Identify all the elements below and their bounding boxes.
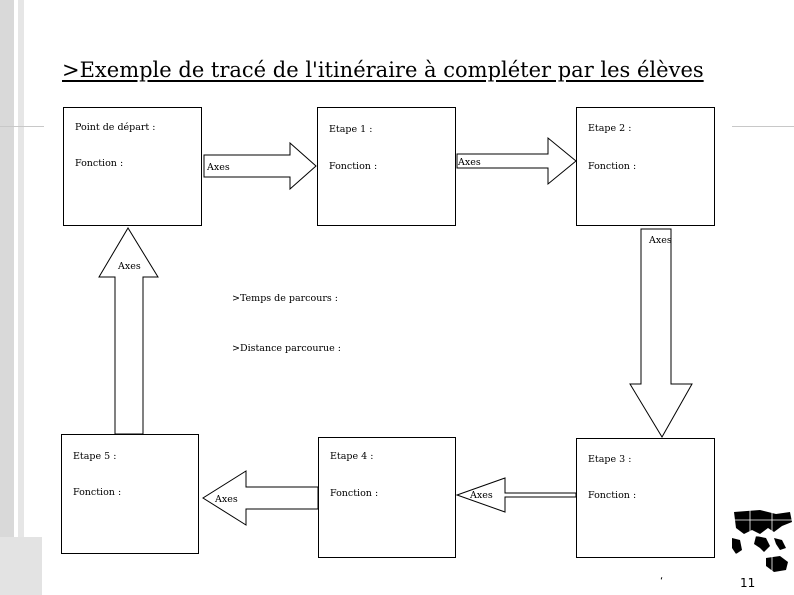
right-rule (732, 126, 794, 127)
arrow-label-axes-4: Axes (470, 490, 493, 501)
left-decor-bar-thin (18, 0, 24, 595)
box-step2: Etape 2 : Fonction : (576, 107, 715, 226)
note-travel-time: >Temps de parcours : (232, 293, 338, 304)
box-step2-label: Etape 2 : (588, 123, 632, 134)
box-start: Point de départ : Fonction : (63, 107, 202, 226)
box-step1-label: Etape 1 : (329, 124, 373, 135)
arrow-label-axes-6: Axes (118, 261, 141, 272)
box-step5-function: Fonction : (73, 487, 122, 498)
box-step1-function: Fonction : (329, 161, 378, 172)
box-step3-label: Etape 3 : (588, 454, 632, 465)
arrow-step2-to-step3 (629, 228, 693, 438)
box-step5: Etape 5 : Fonction : (61, 434, 199, 554)
slide-title: >Exemple de tracé de l'itinéraire à comp… (62, 58, 704, 82)
box-step2-function: Fonction : (588, 161, 637, 172)
arrow-label-axes-2: Axes (458, 157, 481, 168)
note-distance: >Distance parcourue : (232, 343, 341, 354)
box-step5-label: Etape 5 : (73, 451, 117, 462)
arrow-step4-to-step5 (202, 470, 319, 526)
box-step3-function: Fonction : (588, 490, 637, 501)
bottom-left-decor-block (0, 537, 42, 595)
arrow-label-axes-5: Axes (215, 494, 238, 505)
box-step1: Etape 1 : Fonction : (317, 107, 456, 226)
arrow-step5-to-start (98, 227, 159, 435)
box-step4: Etape 4 : Fonction : (318, 437, 456, 558)
left-rule (0, 126, 44, 127)
arrow-label-axes-3: Axes (649, 235, 672, 246)
arrow-step3-to-step4 (455, 477, 577, 513)
box-start-function: Fonction : (75, 158, 124, 169)
box-step3: Etape 3 : Fonction : (576, 438, 715, 558)
arrow-step1-to-step2 (456, 136, 577, 186)
page-number: 11 (740, 576, 756, 590)
slide-mark: ‘ (660, 576, 664, 587)
arrow-label-axes-1: Axes (207, 162, 230, 173)
box-step4-label: Etape 4 : (330, 451, 374, 462)
box-step4-function: Fonction : (330, 488, 379, 499)
world-map-icon (730, 508, 794, 578)
box-start-label: Point de départ : (75, 122, 156, 133)
arrow-start-to-step1 (203, 141, 317, 191)
left-decor-bar (0, 0, 14, 595)
